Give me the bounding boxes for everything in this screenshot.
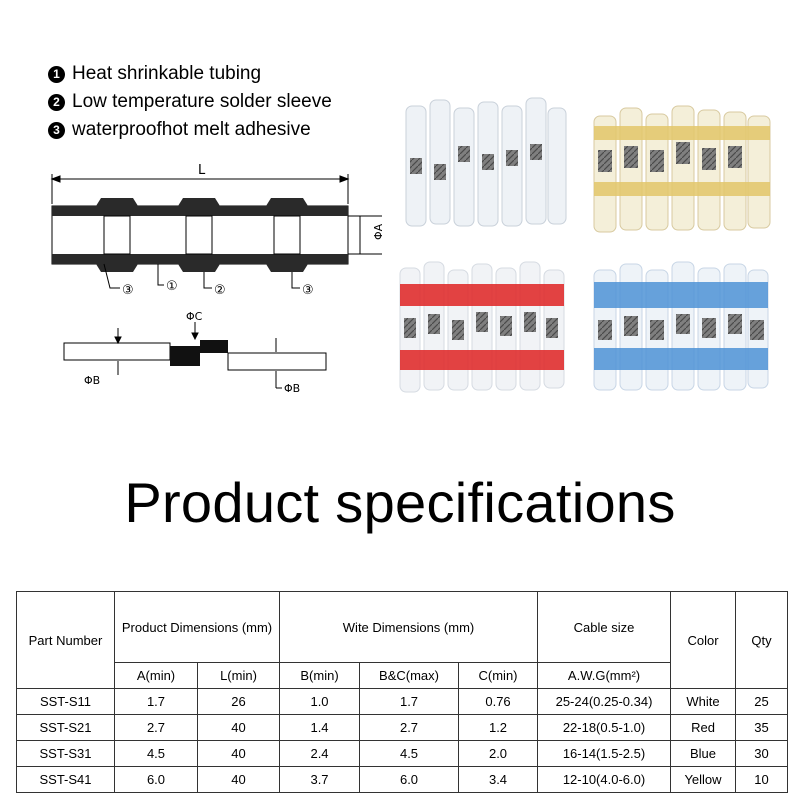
header-wire-dimensions: Wite Dimensions (mm) (279, 591, 539, 663)
cell-c: 3.4 (458, 766, 539, 793)
subheader-b-min: B(min) (279, 662, 361, 689)
callout-lines (103, 263, 300, 289)
number-2-badge: 2 (48, 93, 65, 111)
header-qty: Qty (735, 591, 789, 689)
length-label: L (198, 163, 206, 178)
legend-text: Low temperature solder sleeve (72, 91, 332, 112)
table-row: SST-S31 4.5 40 2.4 4.5 2.0 16-14(1.5-2.5… (16, 740, 789, 767)
legend-text: Heat shrinkable tubing (72, 63, 262, 84)
cell-a: 4.5 (114, 740, 198, 767)
cell-b: 1.4 (279, 714, 361, 741)
diameter-b-label-right: ΦB (284, 382, 300, 395)
component-legend: 1 Heat shrinkable tubing 2 Low temperatu… (48, 60, 332, 144)
cell-l: 40 (196, 766, 281, 793)
white-connectors-photo (400, 94, 570, 234)
cell-part: SST-S31 (16, 740, 115, 767)
cell-a: 6.0 (114, 766, 198, 793)
cell-bc: 2.7 (359, 714, 460, 741)
header-product-dimensions: Product Dimensions (mm) (113, 591, 281, 663)
diameter-a-label: ΦA (372, 223, 385, 240)
number-1-badge: 1 (48, 65, 65, 83)
diameter-c-label: ΦC (186, 310, 203, 323)
cell-part: SST-S11 (16, 688, 115, 715)
cell-c: 0.76 (458, 688, 539, 715)
cell-qty: 25 (735, 688, 789, 715)
cell-bc: 1.7 (359, 688, 460, 715)
tube-cross-section (51, 198, 349, 272)
cell-color: White (670, 688, 737, 715)
table-row: SST-S11 1.7 26 1.0 1.7 0.76 25-24(0.25-0… (16, 688, 789, 715)
callout-3-right: ③ (302, 283, 314, 298)
cell-qty: 30 (735, 740, 789, 767)
cell-awg: 16-14(1.5-2.5) (537, 740, 672, 767)
cell-color: Yellow (670, 766, 737, 793)
cell-qty: 10 (735, 766, 789, 793)
cell-b: 1.0 (279, 688, 361, 715)
callout-2: ② (214, 283, 226, 298)
header-cable-size: Cable size (537, 591, 672, 663)
table-subheader-row: A(min) L(min) B(min) B&C(max) C(min) A.W… (17, 662, 788, 689)
header-color: Color (670, 591, 737, 689)
cell-l: 40 (196, 740, 281, 767)
subheader-awg: A.W.G(mm²) (537, 662, 672, 689)
cell-c: 1.2 (458, 714, 539, 741)
table-header-row: Part Number Product Dimensions (mm) Wite… (16, 591, 789, 689)
cell-part: SST-S41 (16, 766, 115, 793)
technical-diagram: L ΦA ③ ① ② ③ (50, 163, 385, 395)
table-row: SST-S41 6.0 40 3.7 6.0 3.4 12-10(4.0-6.0… (16, 766, 789, 793)
legend-item: 1 Heat shrinkable tubing (48, 60, 332, 88)
red-connectors-photo (396, 258, 576, 398)
legend-text: waterproofhot melt adhesive (72, 119, 311, 140)
cell-part: SST-S21 (16, 714, 115, 741)
cell-color: Red (670, 714, 737, 741)
product-photos (396, 94, 772, 398)
table-row: SST-S21 2.7 40 1.4 2.7 1.2 22-18(0.5-1.0… (16, 714, 789, 741)
diameter-b-label-left: ΦB (84, 374, 100, 387)
callout-1: ① (166, 279, 178, 294)
cell-a: 2.7 (114, 714, 198, 741)
cell-qty: 35 (735, 714, 789, 741)
cell-awg: 22-18(0.5-1.0) (537, 714, 672, 741)
number-3-badge: 3 (48, 121, 65, 139)
cell-color: Blue (670, 740, 737, 767)
cell-l: 40 (196, 714, 281, 741)
cell-bc: 4.5 (359, 740, 460, 767)
cell-c: 2.0 (458, 740, 539, 767)
legend-item: 2 Low temperature solder sleeve (48, 88, 332, 116)
subheader-c-min: C(min) (458, 662, 539, 689)
subheader-bc-max: B&C(max) (359, 662, 460, 689)
legend-item: 3 waterproofhot melt adhesive (48, 116, 332, 144)
cell-b: 3.7 (279, 766, 361, 793)
cell-b: 2.4 (279, 740, 361, 767)
cell-awg: 12-10(4.0-6.0) (537, 766, 672, 793)
length-dimension (50, 174, 350, 204)
callout-3-left: ③ (122, 283, 134, 298)
subheader-a-min: A(min) (114, 662, 198, 689)
cell-l: 26 (196, 688, 281, 715)
cell-bc: 6.0 (359, 766, 460, 793)
blue-connectors-photo (590, 256, 770, 398)
header-part-number: Part Number (16, 591, 115, 689)
cell-a: 1.7 (114, 688, 198, 715)
subheader-l-min: L(min) (196, 662, 281, 689)
yellow-connectors-photo (592, 98, 772, 236)
page-title: Product specifications (124, 471, 676, 534)
spec-table: Part Number Product Dimensions (mm) Wite… (16, 591, 789, 793)
diameter-a-dimension (348, 215, 382, 255)
wire-joint-diagram (63, 322, 327, 389)
cell-awg: 25-24(0.25-0.34) (537, 688, 672, 715)
